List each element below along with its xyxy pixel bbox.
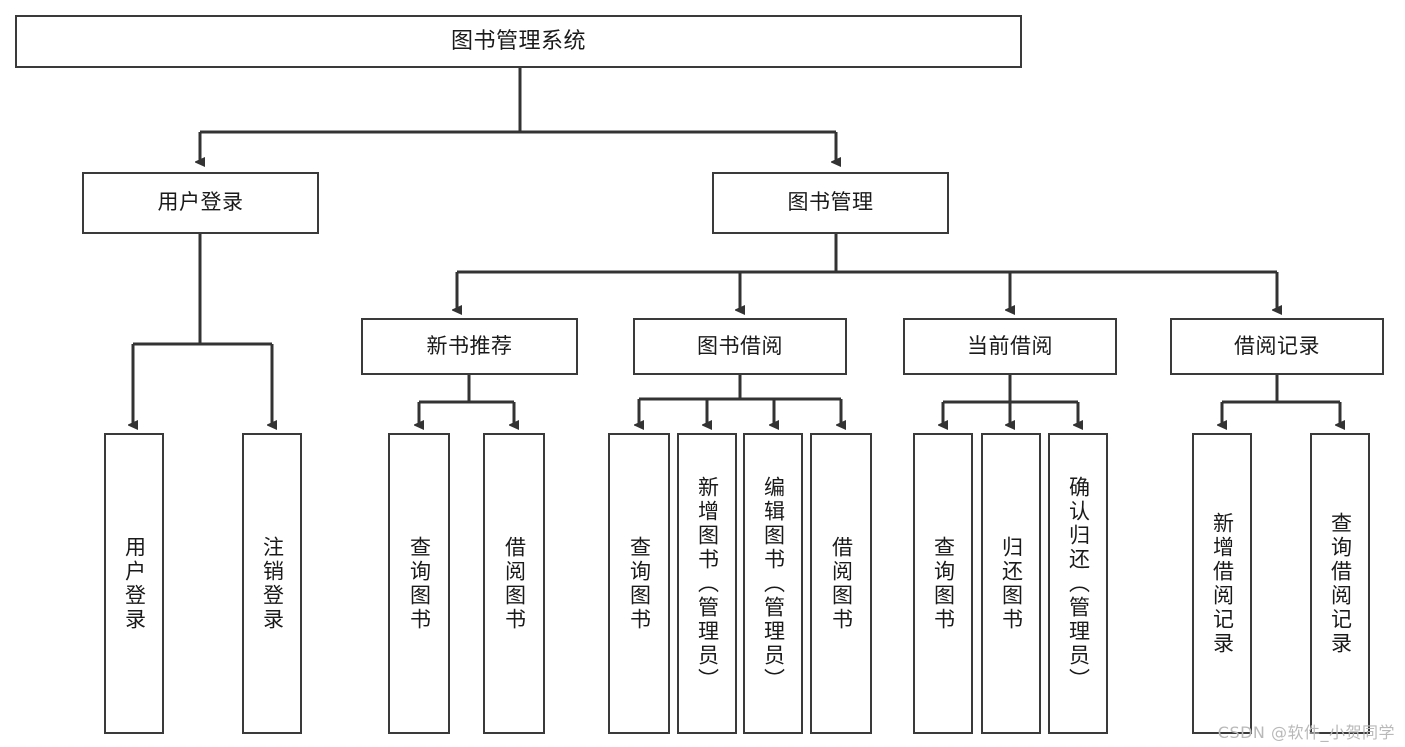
node-label: 用户登录 [157, 190, 244, 215]
watermark-text: CSDN @软件_小贺同学 [1217, 723, 1395, 742]
node-label: 借阅记录 [1234, 333, 1320, 358]
node-label: 归还图书 [999, 535, 1024, 632]
node-label: 当前借阅 [967, 333, 1053, 358]
leaf-borrow-query-book[interactable]: 查询图书 [608, 433, 670, 734]
leaf-user-login-logout[interactable]: 注销登录 [242, 433, 302, 734]
node-label: 新增图书（管理员） [695, 475, 720, 692]
node-root-system[interactable]: 图书管理系统 [15, 15, 1022, 68]
node-label: 图书借阅 [697, 333, 783, 358]
leaf-records-add-record[interactable]: 新增借阅记录 [1192, 433, 1252, 734]
node-label: 借阅图书 [829, 535, 854, 632]
node-label: 编辑图书（管理员） [761, 475, 786, 692]
leaf-user-login-login[interactable]: 用户登录 [104, 433, 164, 734]
node-label: 新增借阅记录 [1210, 511, 1235, 656]
leaf-recommend-borrow-book[interactable]: 借阅图书 [483, 433, 545, 734]
node-label: 借阅图书 [502, 535, 527, 632]
node-label: 查询图书 [627, 535, 652, 632]
leaf-borrow-edit-book-admin[interactable]: 编辑图书（管理员） [743, 433, 803, 734]
leaf-records-query-record[interactable]: 查询借阅记录 [1310, 433, 1370, 734]
node-user-login[interactable]: 用户登录 [82, 172, 319, 234]
leaf-recommend-query-book[interactable]: 查询图书 [388, 433, 450, 734]
leaf-current-query-book[interactable]: 查询图书 [913, 433, 973, 734]
node-book-management[interactable]: 图书管理 [712, 172, 949, 234]
node-new-book-recommend[interactable]: 新书推荐 [361, 318, 578, 375]
node-label: 确认归还（管理员） [1066, 475, 1091, 692]
leaf-current-return-book[interactable]: 归还图书 [981, 433, 1041, 734]
node-current-borrow[interactable]: 当前借阅 [903, 318, 1117, 375]
node-label: 图书管理 [787, 190, 874, 215]
node-label: 新书推荐 [426, 333, 513, 358]
node-label: 图书管理系统 [450, 28, 586, 54]
node-label: 用户登录 [122, 535, 147, 632]
node-label: 查询图书 [407, 535, 432, 632]
node-label: 查询图书 [931, 535, 956, 632]
node-book-borrow[interactable]: 图书借阅 [633, 318, 847, 375]
leaf-current-confirm-return-admin[interactable]: 确认归还（管理员） [1048, 433, 1108, 734]
leaf-borrow-add-book-admin[interactable]: 新增图书（管理员） [677, 433, 737, 734]
node-borrow-records[interactable]: 借阅记录 [1170, 318, 1384, 375]
leaf-borrow-borrow-book[interactable]: 借阅图书 [810, 433, 872, 734]
node-label: 查询借阅记录 [1328, 511, 1353, 656]
node-label: 注销登录 [260, 535, 285, 632]
